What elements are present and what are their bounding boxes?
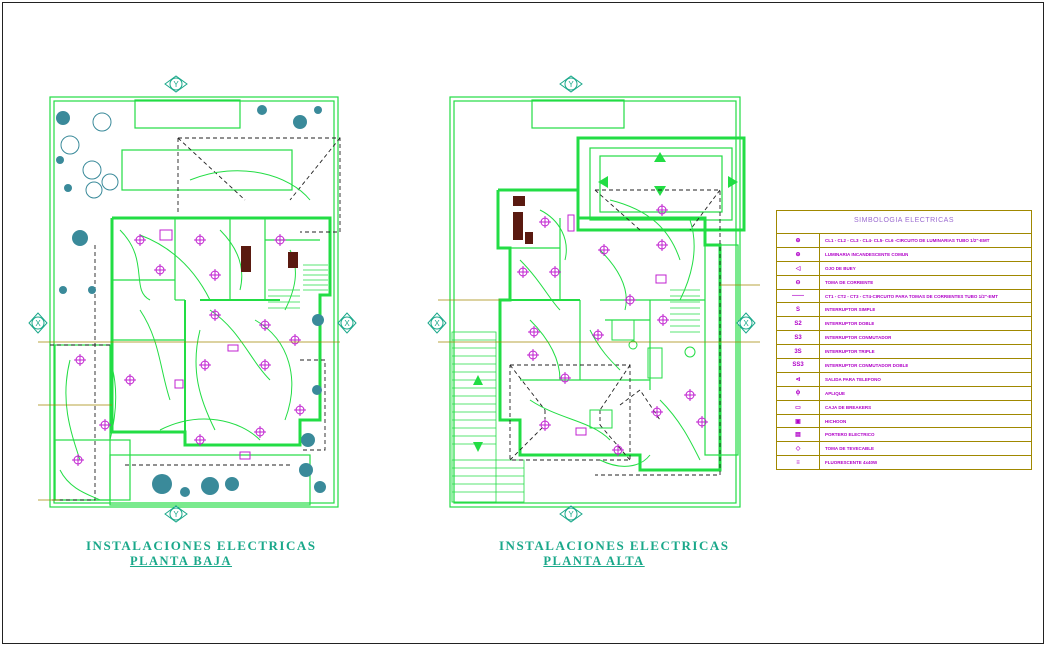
axis-label-x: X — [434, 319, 440, 328]
plan-title: INSTALACIONES ELECTRICAS — [499, 538, 730, 553]
legend-label: INTERRUPTOR SIMPLE — [825, 307, 876, 313]
legend-row: ≡ FLUORESCENTE 4x40W — [777, 456, 1031, 470]
legend-row: ⊕ LUMINARIA INCANDESCENTE COMUN — [777, 247, 1031, 262]
legend-row: ▤ PORTERO ELECTRICO — [777, 428, 1031, 443]
axis-label-x: X — [344, 319, 350, 328]
ground-floor-plan — [49, 96, 339, 508]
plan-title: INSTALACIONES ELECTRICAS — [86, 538, 317, 553]
upper-floor-title: INSTALACIONES ELECTRICAS PLANTA ALTA — [499, 538, 728, 569]
axis-label-y: Y — [568, 80, 574, 89]
axis-label-x: X — [35, 319, 41, 328]
legend-label: HICHOON — [825, 418, 847, 424]
ground-floor-vegetation — [56, 105, 326, 497]
legend-label: CT1 - CT2 - CT3 - CT4-CIRCUITO PARA TOMA… — [825, 293, 998, 299]
axis-markers — [28, 75, 756, 523]
upper-floor-plan — [449, 96, 746, 508]
axis-y-marker-bottom-right — [559, 505, 583, 523]
legend-label: CL1 - CL2 - CL3 - CL4- CL5- CL6 -CIRCUIT… — [825, 237, 990, 243]
legend-title: SIMBOLOGIA ELECTRICAS — [777, 211, 1031, 234]
axis-label-x: X — [743, 319, 749, 328]
legend-row: —— CT1 - CT2 - CT3 - CT4-CIRCUITO PARA TO… — [777, 289, 1031, 304]
legend-label: TOMA DE CORRIENTE — [825, 279, 874, 285]
switch-double-symbol: S2 — [777, 317, 820, 331]
legend-row: 3S INTERRUPTOR TRIPLE — [777, 345, 1031, 360]
legend-label: APLIQUE — [825, 390, 846, 396]
legend-row: ▭ CAJA DE BREAKERS — [777, 400, 1031, 415]
incandescent-symbol: ⊕ — [777, 247, 820, 261]
axis-label-y: Y — [173, 510, 179, 519]
ground-floor-fixtures — [72, 229, 306, 466]
legend-row: SS3 INTERRUPTOR CONMUTADOR DOBLE — [777, 359, 1031, 373]
tv-outlet-symbol: ◇ — [777, 442, 820, 456]
sconce-symbol: ϕ — [777, 386, 820, 400]
doorbell-symbol: ▤ — [777, 428, 820, 442]
circuit-line-symbol: —— — [777, 289, 820, 303]
plan-subtitle: PLANTA BAJA — [129, 554, 233, 568]
plan-subtitle: PLANTA ALTA — [543, 554, 645, 568]
legend-label: LUMINARIA INCANDESCENTE COMUN — [825, 251, 909, 257]
legend-label: TOMA DE TEVECABLE — [825, 446, 875, 452]
symbology-legend: SIMBOLOGIA ELECTRICAS ⊕ CL1 - CL2 - CL3 -… — [776, 210, 1032, 471]
fluorescent-symbol: ≡ — [777, 456, 820, 470]
axis-x-marker-right-left — [427, 312, 447, 334]
legend-label: INTERRUPTOR CONMUTADOR DOBLE — [825, 362, 909, 368]
phone-outlet-symbol: ⊲ — [777, 372, 820, 386]
axis-label-y: Y — [568, 510, 574, 519]
legend-row: ⊕ CL1 - CL2 - CL3 - CL4- CL5- CL6 -CIRCUI… — [777, 234, 1031, 248]
switch-triple-symbol: 3S — [777, 345, 820, 359]
legend-row: ▣ HICHOON — [777, 414, 1031, 429]
upper-floor-fixtures — [517, 204, 708, 456]
axis-y-marker-top-left — [164, 75, 188, 93]
outlet-symbol: ⊖ — [777, 275, 820, 289]
legend-row: S INTERRUPTOR SIMPLE — [777, 303, 1031, 318]
legend-label: FLUORESCENTE 4x40W — [825, 460, 878, 466]
switch-commuter-symbol: S3 — [777, 331, 820, 345]
legend-row: ⊖ TOMA DE CORRIENTE — [777, 275, 1031, 290]
legend-row: S3 INTERRUPTOR CONMUTADOR — [777, 331, 1031, 346]
legend-label: INTERRUPTOR DOBLE — [825, 321, 875, 327]
intercom-symbol: ▣ — [777, 414, 820, 428]
legend-row: ϕ APLIQUE — [777, 386, 1031, 401]
legend-label: PORTERO ELECTRICO — [825, 432, 875, 438]
legend-label: SALIDA PARA TELEFONO — [825, 376, 881, 382]
legend-label: INTERRUPTOR TRIPLE — [825, 349, 875, 355]
breaker-box-symbol: ▭ — [777, 400, 820, 414]
legend-row: ⊲ SALIDA PARA TELEFONO — [777, 372, 1031, 387]
ground-floor-title: INSTALACIONES ELECTRICAS PLANTA BAJA — [86, 538, 315, 569]
legend-row: ◁ OJO DE BUEY — [777, 261, 1031, 276]
axis-y-marker-bottom-left — [164, 505, 188, 523]
buzzer-symbol: ◁ — [777, 261, 820, 275]
legend-row: S2 INTERRUPTOR DOBLE — [777, 317, 1031, 332]
legend-row: ◇ TOMA DE TEVECABLE — [777, 442, 1031, 457]
axis-label-y: Y — [173, 80, 179, 89]
axis-x-marker-left-right — [337, 312, 357, 334]
axis-y-marker-top-right — [559, 75, 583, 93]
legend-rows: ⊕ CL1 - CL2 - CL3 - CL4- CL5- CL6 -CIRCUI… — [777, 234, 1031, 470]
legend-label: CAJA DE BREAKERS — [825, 404, 872, 410]
axis-x-marker-right-right — [736, 312, 756, 334]
switch-simple-symbol: S — [777, 303, 820, 317]
switch-commuter-double-symbol: SS3 — [777, 359, 820, 372]
luminaire-symbol: ⊕ — [777, 234, 820, 247]
axis-x-marker-left-left — [28, 312, 48, 334]
legend-label: OJO DE BUEY — [825, 265, 856, 271]
legend-label: INTERRUPTOR CONMUTADOR — [825, 335, 892, 341]
